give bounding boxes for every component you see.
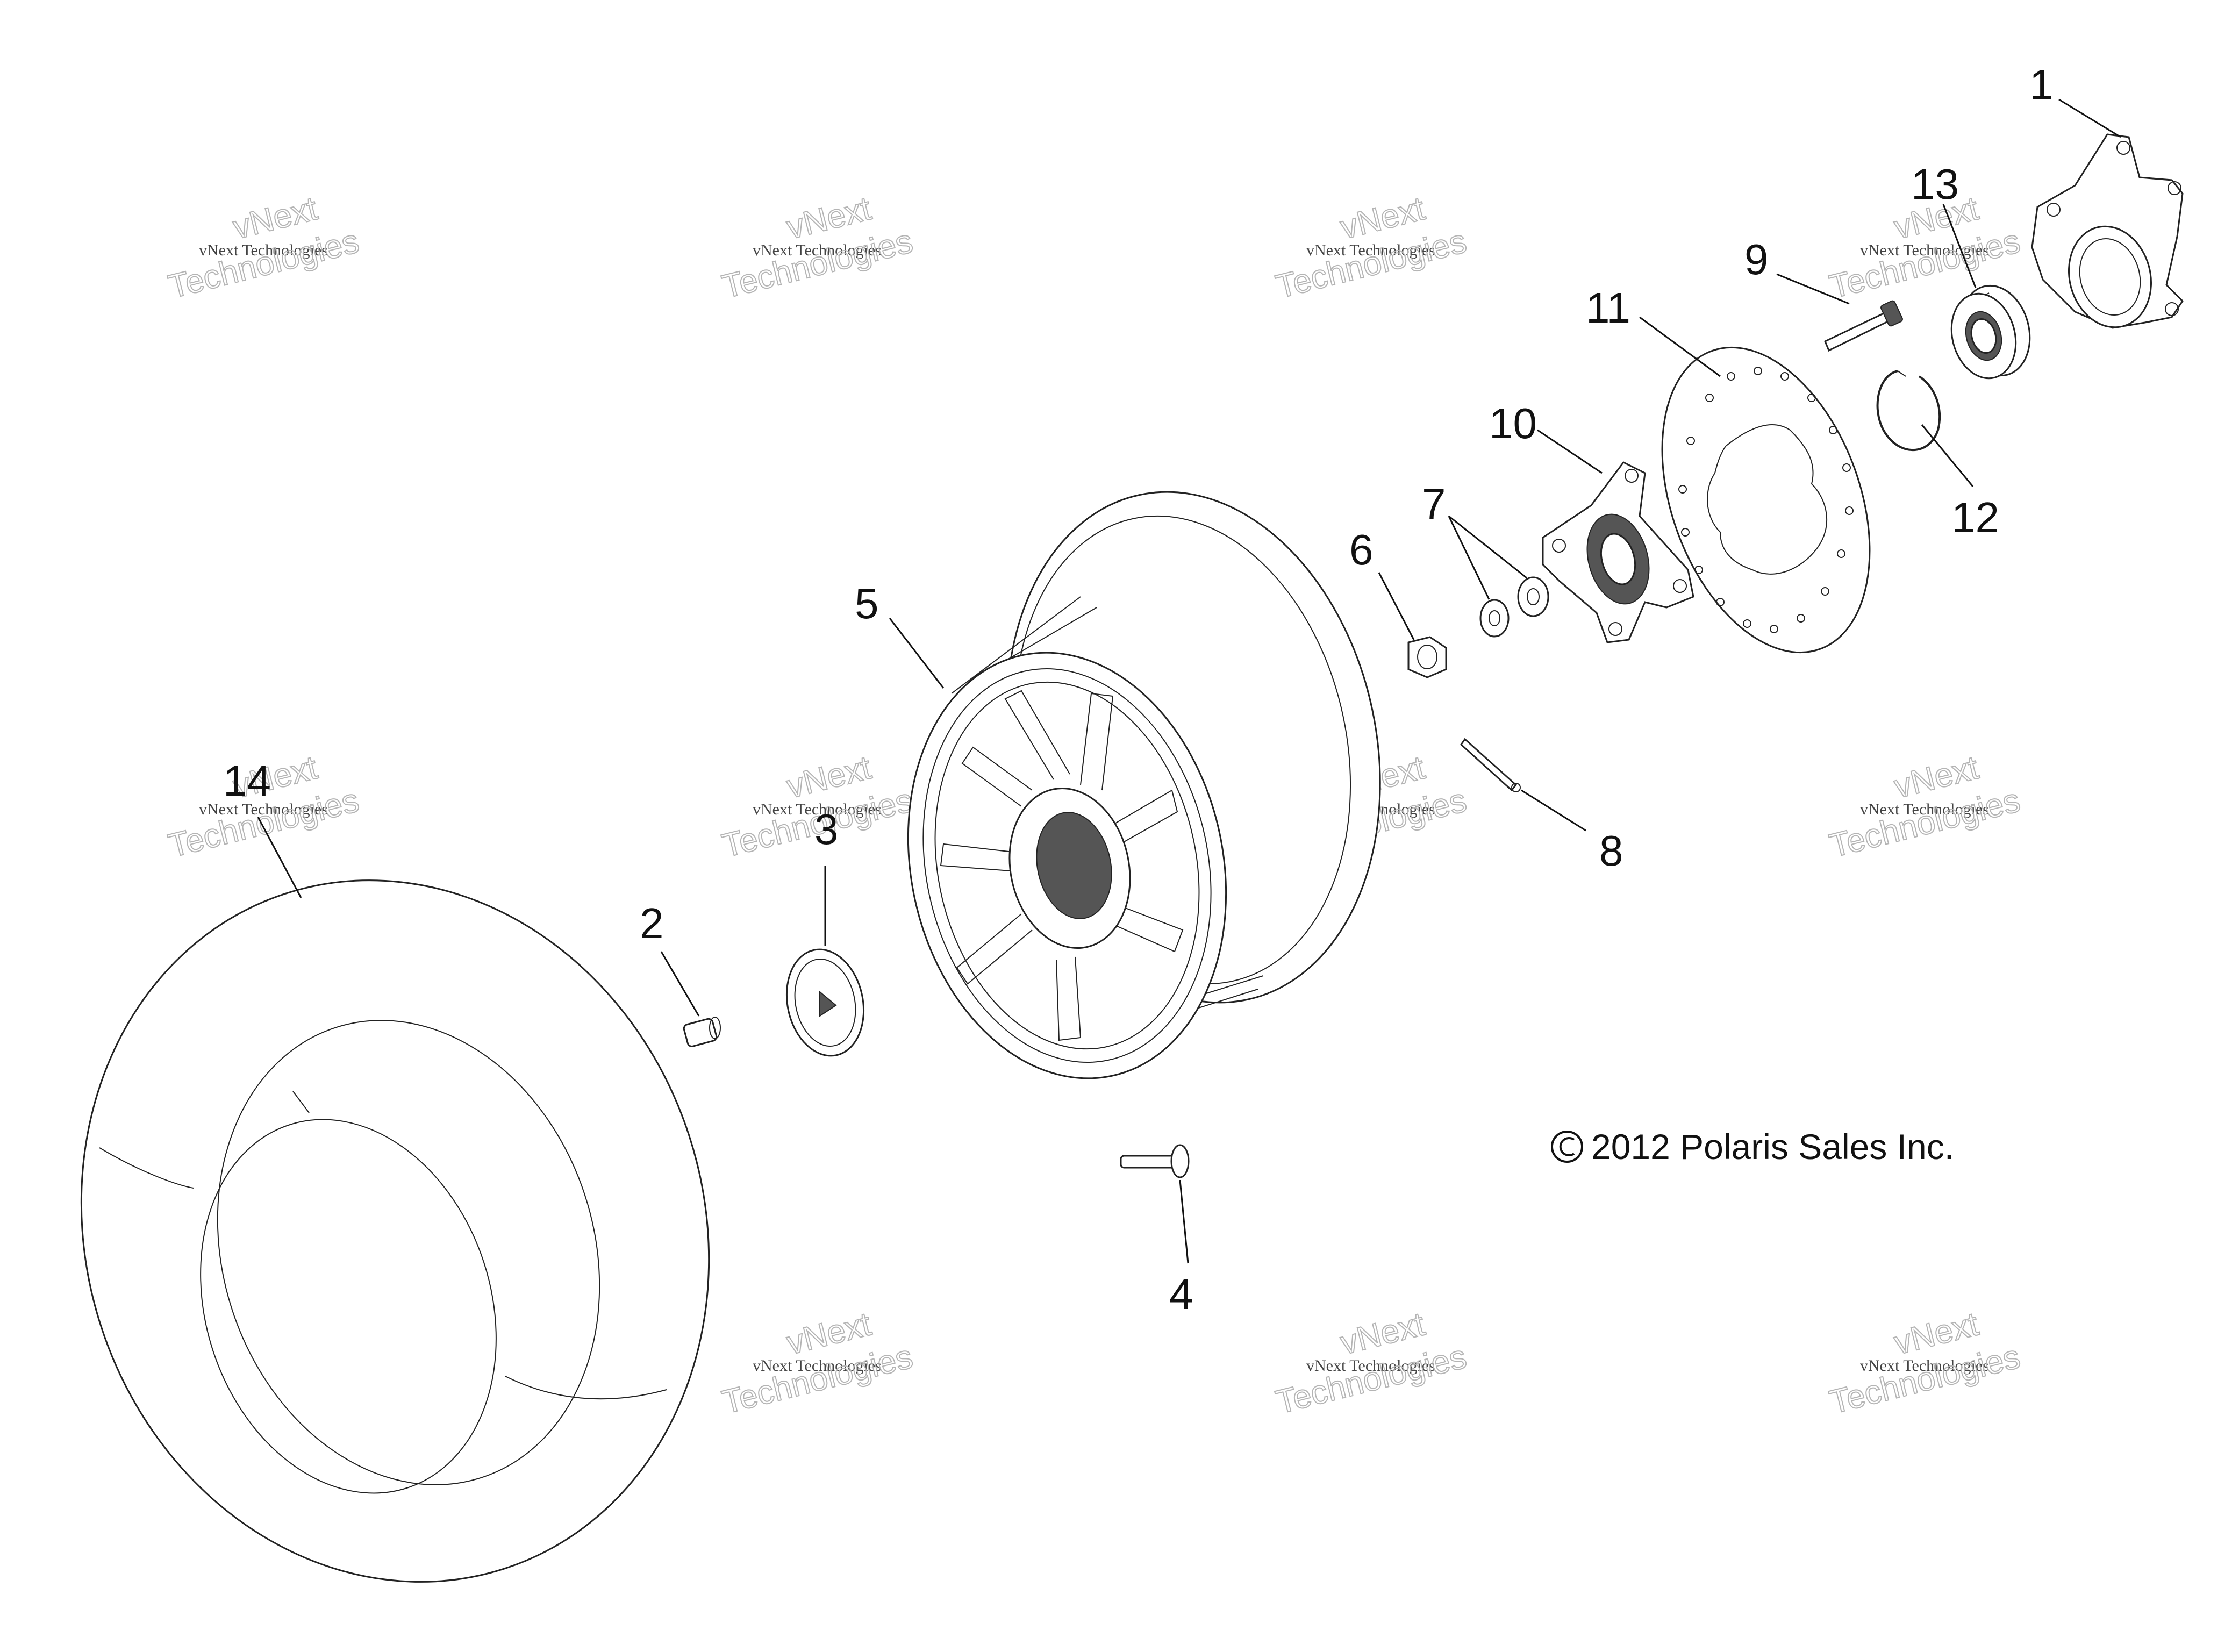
callout-12: 12 [1951,494,1999,541]
watermark: vNext vNext Technologies Technologies [164,189,363,306]
leader-1 [2058,98,2121,138]
wheel-rim-part [907,491,1381,1079]
callout-2: 2 [640,899,664,947]
watermark-line: vNext Technologies [753,241,882,259]
leader-lines [257,98,2121,1264]
watermark: vNext vNext Technologies Technologies [718,1305,917,1421]
brake-disc-part [1661,346,1871,654]
watermark-line: vNext Technologies [1306,1357,1435,1375]
watermark-line: vNext Technologies [1860,800,1989,818]
callout-14: 14 [223,757,271,805]
leader-7a [1448,516,1490,600]
hub-part [1542,461,1694,643]
valve-stem-part [1120,1144,1190,1178]
watermark-line: vNext Technologies [1306,241,1435,259]
watermark-line: vNext Technologies [1860,1357,1989,1375]
watermark: vNext vNext Technologies Technologies [1272,189,1471,306]
center-cap-part [785,948,865,1057]
leader-13 [1942,204,1977,288]
watermark-line: vNext Technologies [199,800,328,818]
leader-14 [257,817,302,898]
watermark-line: vNext Technologies [753,1357,882,1375]
copyright-notice: 2012 Polaris Sales Inc. [1551,1127,1954,1167]
callout-9: 9 [1744,235,1769,283]
watermark-line: vNext Technologies [199,241,328,259]
watermark-line: vNext Technologies [1860,241,1989,259]
callout-8: 8 [1599,827,1623,875]
bearing-part [1950,284,2031,380]
leader-7b [1448,515,1527,579]
watermark: vNext vNext Technologies Technologies [1826,748,2025,865]
callout-1: 1 [2029,61,2054,109]
copyright-icon [1551,1131,1583,1163]
leader-6 [1378,572,1415,640]
copyright-text: 2012 Polaris Sales Inc. [1591,1127,1954,1167]
leader-8 [1521,789,1586,832]
leader-2 [660,951,700,1017]
wheel-spokes [940,690,1184,1041]
steering-knuckle-part [2031,133,2184,329]
callout-labels: 1 2 3 4 5 6 7 8 9 10 11 12 13 14 [223,61,2054,1318]
watermark: vNext vNext Technologies Technologies [1272,1305,1471,1421]
callout-7: 7 [1422,480,1446,528]
castle-nut-part [1407,636,1447,678]
callout-10: 10 [1489,399,1537,447]
wheel-stud-part [1824,300,1903,352]
snap-ring-part [1876,370,1941,452]
watermark: vNext vNext Technologies Technologies [718,189,917,306]
leader-10 [1537,429,1603,474]
callout-11: 11 [1586,284,1630,332]
tire-part [80,879,710,1583]
callout-6: 6 [1349,526,1374,574]
callout-4: 4 [1169,1270,1193,1318]
watermark: vNext vNext Technologies Technologies [1826,1305,2025,1421]
leader-4 [1179,1179,1189,1264]
copyright-icon-c [1559,1137,1575,1156]
callout-3: 3 [814,805,839,853]
cotter-pin-part [1460,738,1521,792]
leader-5 [889,618,945,689]
callout-13: 13 [1911,160,1959,208]
callout-5: 5 [855,580,879,627]
washers-part [1479,576,1549,638]
leader-9 [1776,273,1850,305]
leader-11 [1639,316,1721,377]
lug-nut-part [683,1017,721,1047]
leader-12 [1921,424,1974,487]
brake-disc-holes [1678,367,1854,633]
watermark-line: vNext Technologies [753,800,882,818]
